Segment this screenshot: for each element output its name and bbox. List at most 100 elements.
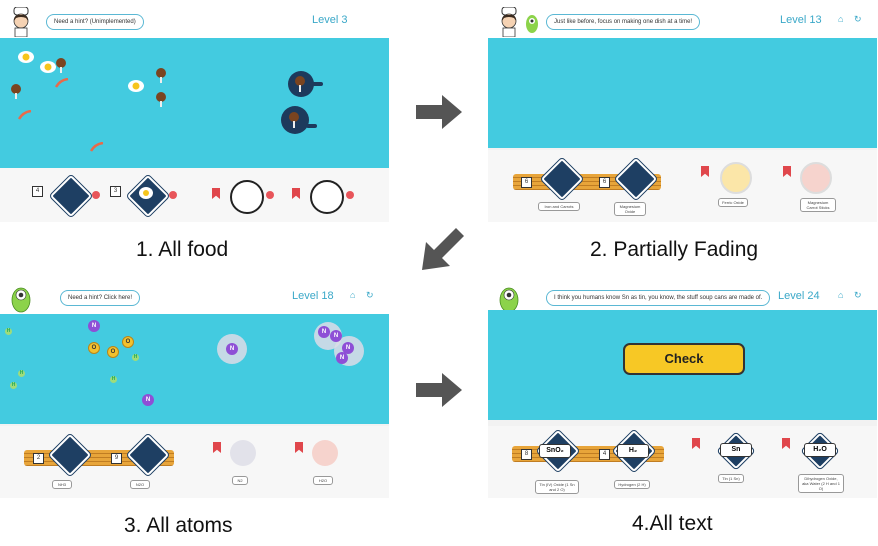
atom-hydrogen[interactable]: H — [18, 370, 25, 377]
dish-label: Tin (1 Sn) — [718, 474, 744, 483]
hint-bubble[interactable]: Need a hint? Click here! — [60, 290, 141, 306]
recipe-tray: 6 6 Iron and Carrots Magnesium Oxide Fer… — [488, 150, 877, 222]
drumstick-icon[interactable] — [155, 92, 167, 108]
bookmark-icon[interactable] — [213, 442, 221, 453]
atom-hydrogen[interactable]: H — [132, 354, 139, 361]
hint-bubble[interactable]: Just like before, focus on making one di… — [546, 14, 701, 30]
bookmark-icon[interactable] — [782, 438, 790, 449]
bookmark-icon[interactable] — [783, 166, 791, 177]
bookmark-icon[interactable] — [692, 438, 700, 449]
caption: 4.All text — [632, 512, 713, 535]
home-icon[interactable]: ⌂ — [350, 290, 356, 300]
dish-plate[interactable] — [310, 180, 344, 214]
atom-hydrogen[interactable]: H — [5, 328, 12, 335]
alien-avatar-icon — [11, 287, 31, 313]
recipe-label: NH3 — [52, 480, 72, 489]
atom-nitrogen[interactable]: N — [342, 342, 354, 354]
formula-tag: H₂ — [617, 444, 649, 458]
count-box: 9 — [111, 453, 122, 464]
drumstick-icon[interactable] — [55, 58, 67, 74]
formula-tag: Sn — [720, 443, 752, 457]
restart-icon[interactable]: ↻ — [366, 290, 374, 300]
panel-level-3: Need a hint? (Unimplemented) Level 3 4 3 — [0, 4, 389, 222]
dish-plate[interactable] — [230, 180, 264, 214]
count-box: 4 — [32, 186, 43, 197]
bacon-icon[interactable] — [18, 110, 32, 120]
hint-bubble[interactable]: Need a hint? (Unimplemented) — [46, 14, 144, 30]
alien-avatar-icon — [499, 287, 519, 313]
arrow-icon — [416, 373, 462, 407]
atom-oxygen[interactable]: O — [107, 346, 119, 358]
bacon-icon[interactable] — [90, 142, 104, 152]
bookmark-icon[interactable] — [212, 188, 220, 199]
atom-oxygen[interactable]: O — [122, 336, 134, 348]
remove-button[interactable] — [92, 191, 100, 199]
dish-plate[interactable] — [720, 162, 752, 194]
caption: 3. All atoms — [124, 514, 233, 537]
dish-label: H2O — [313, 476, 333, 485]
bookmark-icon[interactable] — [701, 166, 709, 177]
recipe-card[interactable] — [540, 157, 584, 201]
chef-avatar-icon — [13, 7, 29, 37]
check-button[interactable]: Check — [623, 343, 745, 375]
atom-nitrogen[interactable]: N — [330, 330, 342, 342]
atom-nitrogen[interactable]: N — [226, 343, 238, 355]
atom-nitrogen[interactable]: N — [336, 352, 348, 364]
top-bar: Just like before, focus on making one di… — [488, 4, 877, 38]
home-icon[interactable]: ⌂ — [838, 14, 844, 24]
atom-hydrogen[interactable]: H — [10, 382, 17, 389]
recipe-tray: 4 3 — [0, 168, 389, 222]
recipe-label: Iron and Carrots — [538, 202, 580, 211]
caption: 2. Partially Fading — [590, 238, 759, 261]
drumstick-icon[interactable] — [155, 68, 167, 84]
bacon-icon[interactable] — [55, 78, 69, 88]
remove-button[interactable] — [346, 191, 354, 199]
bookmark-icon[interactable] — [295, 442, 303, 453]
home-icon[interactable]: ⌂ — [838, 290, 844, 300]
hint-bubble[interactable]: I think you humans know Sn as tin, you k… — [546, 290, 771, 306]
count-box: 6 — [521, 177, 532, 188]
panel-level-24: I think you humans know Sn as tin, you k… — [488, 280, 877, 498]
dish-plate[interactable] — [230, 440, 256, 466]
arrow-icon — [422, 228, 464, 270]
restart-icon[interactable]: ↻ — [854, 290, 862, 300]
atom-oxygen[interactable]: O — [88, 342, 100, 354]
level-indicator: Level 3 — [312, 14, 348, 26]
dish-plate[interactable] — [312, 440, 338, 466]
atom-hydrogen[interactable]: H — [110, 376, 117, 383]
recipe-card[interactable] — [614, 157, 658, 201]
count-box: 4 — [599, 449, 610, 460]
level-indicator: Level 24 — [778, 290, 820, 302]
recipe-tray: 2 9 NH3 N2O N2 H2O — [0, 426, 389, 498]
dish-plate[interactable] — [800, 162, 832, 194]
recipe-label: Tin (IV) Oxide (1 Sn and 2 O) — [535, 480, 579, 494]
drumstick-icon[interactable] — [10, 84, 22, 100]
atom-nitrogen[interactable]: N — [318, 326, 330, 338]
frying-pan-icon[interactable] — [280, 102, 318, 138]
egg-icon[interactable] — [127, 79, 145, 93]
formula-tag: H₂O — [804, 443, 836, 457]
panel-level-18: Need a hint? Click here! Level 18 ⌂ ↻ N … — [0, 280, 389, 498]
egg-icon[interactable] — [39, 60, 57, 74]
play-area[interactable] — [0, 38, 389, 168]
remove-button[interactable] — [169, 191, 177, 199]
egg-icon[interactable] — [17, 50, 35, 64]
recipe-card[interactable] — [49, 174, 93, 218]
play-area[interactable]: N O O O H H H H H N N N N N N — [0, 314, 389, 424]
recipe-card[interactable] — [126, 433, 170, 477]
remove-button[interactable] — [266, 191, 274, 199]
atom-nitrogen[interactable]: N — [88, 320, 100, 332]
dish-label: Dihydrogen Oxide, aka Water (2 H and 1 O… — [798, 474, 844, 493]
count-box: 6 — [599, 177, 610, 188]
atom-nitrogen[interactable]: N — [142, 394, 154, 406]
play-area[interactable] — [488, 38, 877, 148]
restart-icon[interactable]: ↻ — [854, 14, 862, 24]
top-bar: Need a hint? Click here! Level 18 ⌂ ↻ — [0, 280, 389, 314]
bookmark-icon[interactable] — [292, 188, 300, 199]
dish-label: Magnesium Carrot Sticks — [800, 198, 836, 212]
dish-label: N2 — [232, 476, 248, 485]
recipe-card[interactable] — [48, 433, 92, 477]
recipe-label: Magnesium Oxide — [614, 202, 646, 216]
egg-icon — [139, 187, 153, 199]
frying-pan-icon[interactable] — [286, 68, 324, 100]
